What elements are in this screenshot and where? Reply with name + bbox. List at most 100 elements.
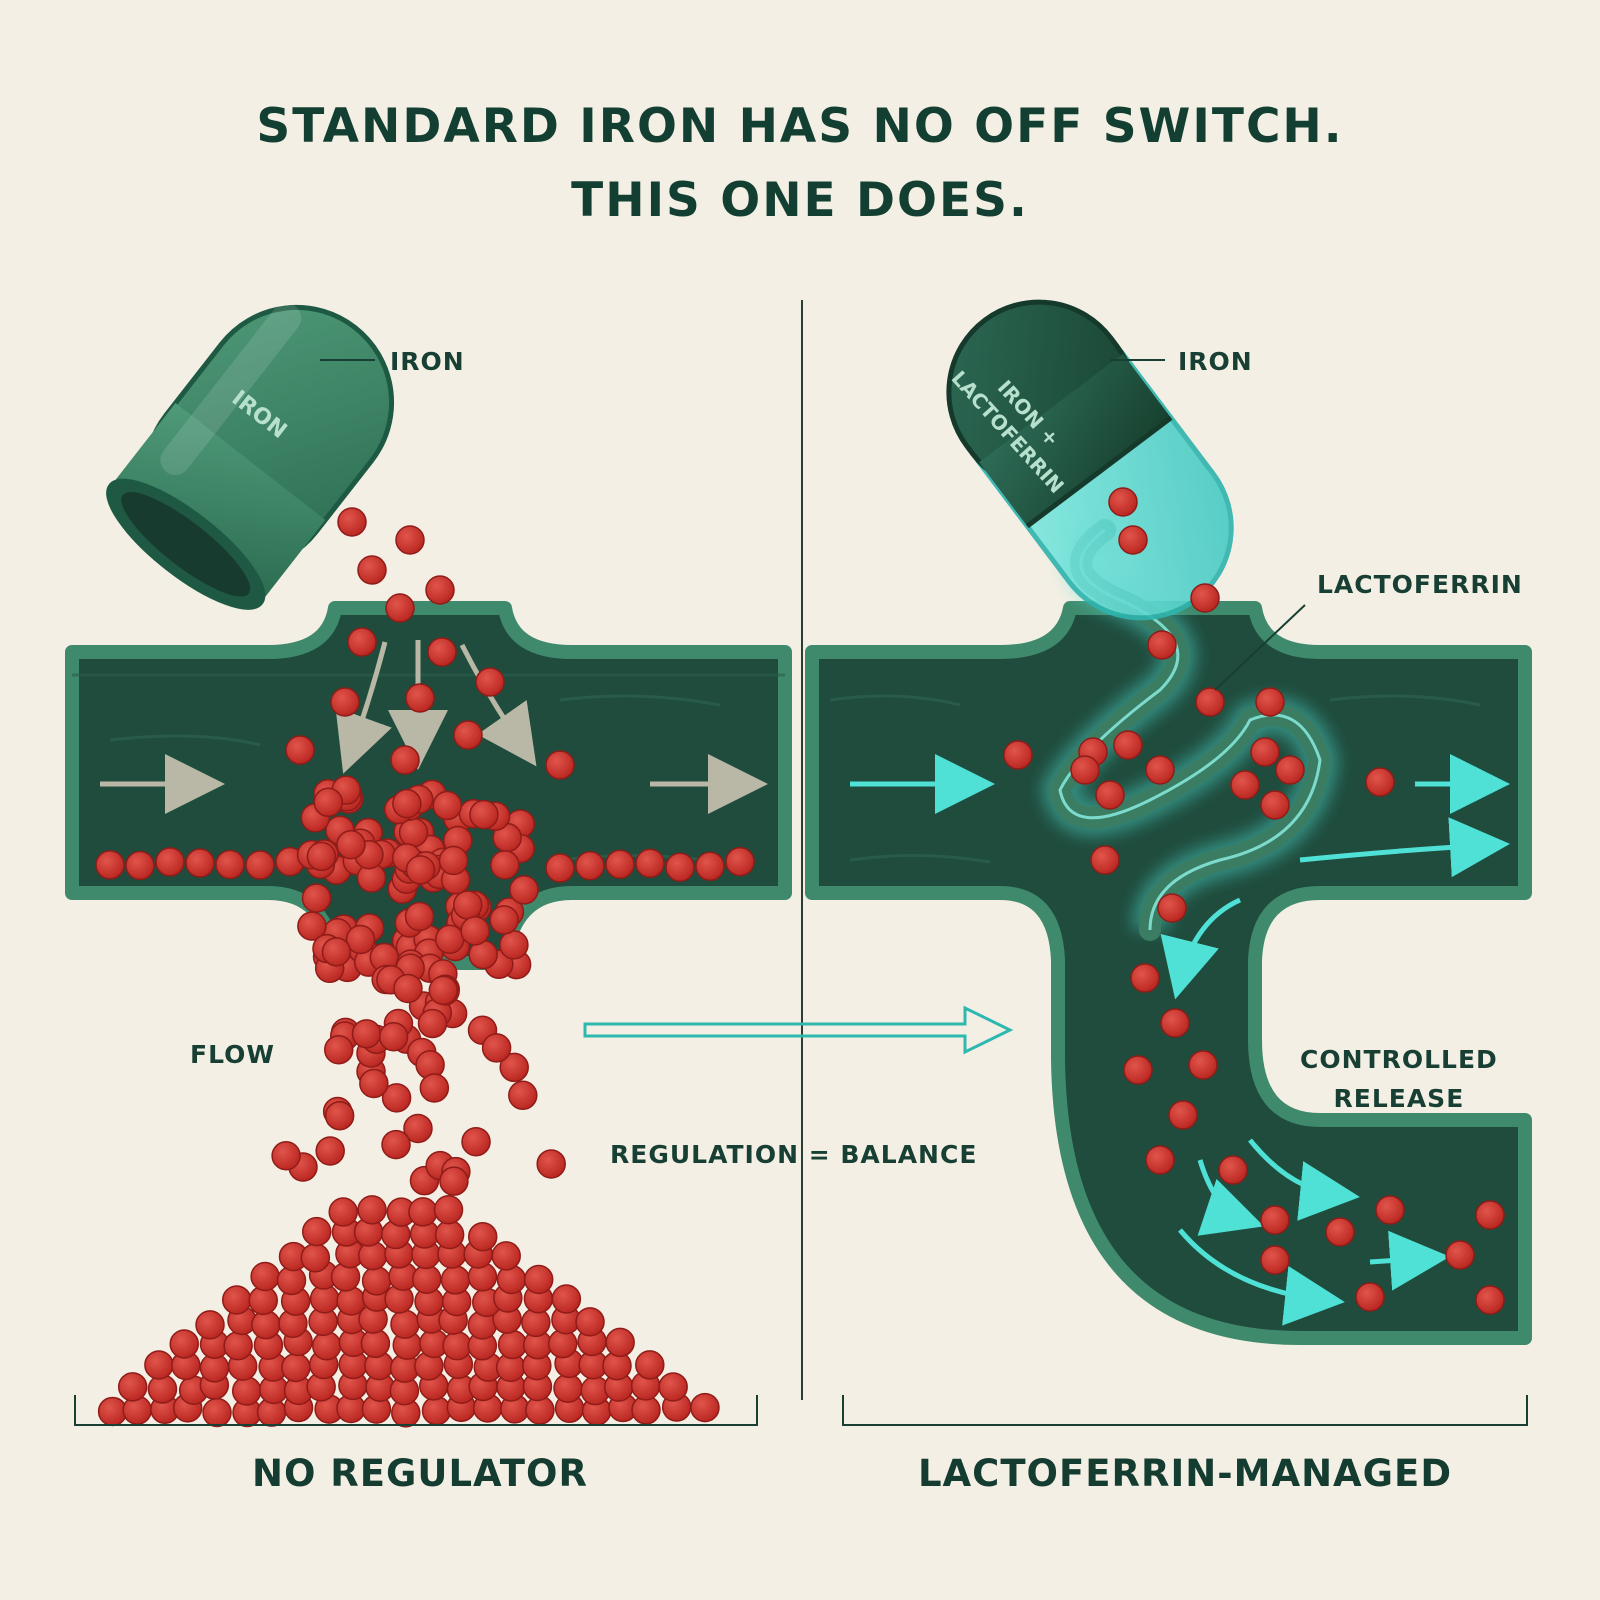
iron-particle bbox=[405, 855, 436, 885]
iron-particle bbox=[635, 848, 665, 879]
title-line-2: THIS ONE DOES. bbox=[571, 173, 1029, 228]
iron-particle bbox=[551, 1284, 582, 1314]
iron-particle bbox=[545, 750, 575, 780]
left-panel-label: NO REGULATOR bbox=[251, 1452, 588, 1495]
iron-particle bbox=[405, 683, 435, 713]
iron-particle bbox=[1260, 1205, 1290, 1235]
flow-arrow-bend-1 bbox=[1197, 1159, 1264, 1236]
flow-arrow-right-out-2 bbox=[1299, 817, 1510, 878]
iron-particle bbox=[412, 1264, 442, 1294]
iron-particle bbox=[281, 1352, 311, 1383]
controlled-release-line-2: RELEASE bbox=[1333, 1084, 1465, 1113]
regulation-label: REGULATION = BALANCE bbox=[610, 1140, 978, 1169]
iron-particle bbox=[357, 555, 387, 585]
iron-particle bbox=[393, 973, 423, 1004]
iron-particle bbox=[1475, 1285, 1505, 1315]
left-iron-label: IRON bbox=[390, 347, 465, 376]
iron-particle bbox=[553, 1373, 583, 1403]
iron-particle bbox=[97, 1396, 128, 1427]
iron-particle bbox=[509, 875, 539, 905]
iron-particle bbox=[1118, 525, 1148, 555]
iron-particle bbox=[433, 1194, 464, 1225]
iron-particle bbox=[359, 1068, 389, 1099]
iron-particle bbox=[434, 1219, 465, 1250]
controlled-release-line-1: CONTROLLED bbox=[1300, 1045, 1498, 1074]
iron-particle bbox=[311, 1331, 342, 1361]
iron-particle bbox=[1090, 845, 1120, 875]
iron-particle bbox=[297, 911, 327, 941]
iron-particle bbox=[144, 1350, 174, 1380]
iron-particle bbox=[1475, 1200, 1505, 1230]
iron-particle bbox=[453, 720, 483, 750]
iron-particle bbox=[1147, 630, 1177, 660]
iron-particle bbox=[1445, 1240, 1475, 1270]
iron-particle bbox=[306, 841, 337, 872]
iron-particle bbox=[1375, 1195, 1405, 1225]
iron-particle bbox=[1218, 1155, 1248, 1185]
iron-particle bbox=[575, 1307, 605, 1337]
iron-particle bbox=[223, 1330, 253, 1361]
right-panel-label: LACTOFERRIN-MANAGED bbox=[917, 1452, 1453, 1495]
iron-particle bbox=[336, 1286, 366, 1316]
left-iron-particles bbox=[95, 507, 755, 1428]
iron-particle bbox=[221, 1285, 252, 1315]
iron-particle bbox=[1157, 893, 1187, 923]
iron-particle bbox=[1113, 730, 1143, 760]
right-baseline bbox=[842, 1395, 1528, 1426]
controlled-release-label: CONTROLLED RELEASE bbox=[1300, 1040, 1498, 1118]
iron-particle bbox=[467, 1221, 498, 1252]
iron-particle bbox=[497, 1329, 528, 1360]
iron-particle bbox=[328, 1197, 358, 1227]
iron-particle bbox=[321, 937, 352, 967]
iron-particle bbox=[1250, 737, 1280, 767]
flow-arrow-down-3 bbox=[459, 643, 537, 767]
iron-particle bbox=[1108, 487, 1138, 517]
regulation-arrow bbox=[583, 1005, 1014, 1055]
iron-particle bbox=[390, 745, 420, 775]
iron-particle bbox=[390, 1309, 420, 1339]
iron-particle bbox=[169, 1329, 199, 1359]
iron-particle bbox=[1195, 687, 1225, 717]
iron-particle bbox=[523, 1264, 554, 1295]
iron-particle bbox=[381, 1083, 412, 1113]
iron-particle bbox=[95, 850, 125, 880]
iron-particle bbox=[300, 1242, 331, 1273]
iron-particle bbox=[378, 1021, 409, 1052]
iron-particle bbox=[1145, 1145, 1175, 1175]
iron-particle bbox=[419, 1073, 450, 1103]
iron-particle bbox=[231, 1376, 262, 1406]
iron-particle bbox=[395, 525, 425, 555]
iron-particle bbox=[489, 905, 519, 935]
iron-particle bbox=[1130, 963, 1160, 993]
iron-particle bbox=[536, 1149, 566, 1179]
iron-particle bbox=[605, 1327, 635, 1358]
right-iron-label: IRON bbox=[1178, 347, 1253, 376]
iron-particle bbox=[665, 852, 695, 883]
iron-particle bbox=[381, 1129, 411, 1160]
iron-particle bbox=[421, 1395, 452, 1426]
page-title: STANDARD IRON HAS NO OFF SWITCH. THIS ON… bbox=[0, 90, 1600, 238]
iron-particle bbox=[575, 850, 605, 881]
iron-particle bbox=[460, 916, 490, 946]
iron-particle bbox=[385, 593, 415, 623]
iron-particle bbox=[425, 575, 455, 605]
right-vessel bbox=[805, 601, 1532, 1345]
lactoferrin-leader bbox=[1214, 604, 1306, 691]
iron-particle bbox=[461, 1126, 491, 1157]
iron-particle bbox=[404, 901, 435, 932]
iron-particle bbox=[323, 1034, 354, 1065]
lactoferrin-label: LACTOFERRIN bbox=[1317, 570, 1523, 599]
iron-particle bbox=[301, 1216, 332, 1247]
iron-particle bbox=[545, 853, 575, 883]
iron-particle bbox=[635, 1350, 665, 1380]
iron-particle bbox=[301, 883, 332, 913]
iron-particle bbox=[1355, 1282, 1385, 1312]
iron-particle bbox=[202, 1397, 232, 1428]
iron-particle bbox=[658, 1372, 688, 1402]
iron-particle bbox=[1160, 1008, 1190, 1038]
iron-particle bbox=[490, 850, 520, 880]
iron-particle bbox=[427, 637, 457, 667]
title-line-1: STANDARD IRON HAS NO OFF SWITCH. bbox=[256, 99, 1344, 154]
iron-particle bbox=[324, 1100, 355, 1131]
